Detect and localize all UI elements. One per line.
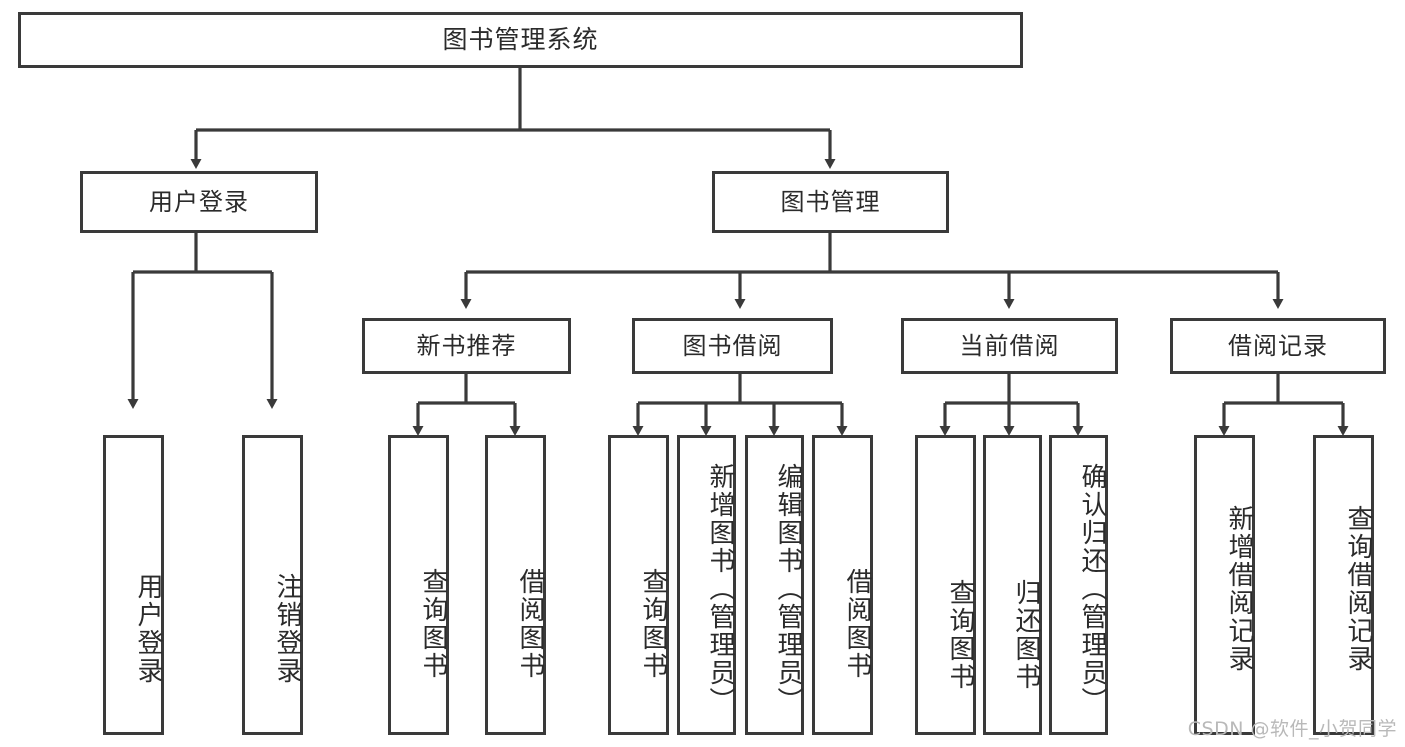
leaf-borrow-book-recommend[interactable]: 借阅图书 <box>485 435 546 735</box>
leaf-logout-login[interactable]: 注销登录 <box>242 435 303 735</box>
leaf-query-book-current[interactable]: 查询图书 <box>915 435 976 735</box>
node-new-book-recommend[interactable]: 新书推荐 <box>362 318 571 374</box>
leaf-edit-book-admin[interactable]: 编辑图书（管理员） <box>745 435 804 735</box>
leaf-query-book-recommend[interactable]: 查询图书 <box>388 435 449 735</box>
leaf-query-book-borrow[interactable]: 查询图书 <box>608 435 669 735</box>
node-book-manage[interactable]: 图书管理 <box>712 171 949 233</box>
node-book-borrow[interactable]: 图书借阅 <box>632 318 833 374</box>
node-current-borrow[interactable]: 当前借阅 <box>901 318 1118 374</box>
node-root-system[interactable]: 图书管理系统 <box>18 12 1023 68</box>
leaf-confirm-return-admin[interactable]: 确认归还（管理员） <box>1049 435 1108 735</box>
leaf-user-login[interactable]: 用户登录 <box>103 435 164 735</box>
csdn-watermark: CSDN @软件_小贺同学 <box>1187 718 1397 740</box>
leaf-add-borrow-record[interactable]: 新增借阅记录 <box>1194 435 1255 735</box>
leaf-query-borrow-record[interactable]: 查询借阅记录 <box>1313 435 1374 735</box>
leaf-borrow-book-borrow[interactable]: 借阅图书 <box>812 435 873 735</box>
node-borrow-record[interactable]: 借阅记录 <box>1170 318 1386 374</box>
leaf-return-book[interactable]: 归还图书 <box>983 435 1042 735</box>
leaf-add-book-admin[interactable]: 新增图书（管理员） <box>677 435 736 735</box>
node-user-login[interactable]: 用户登录 <box>80 171 318 233</box>
